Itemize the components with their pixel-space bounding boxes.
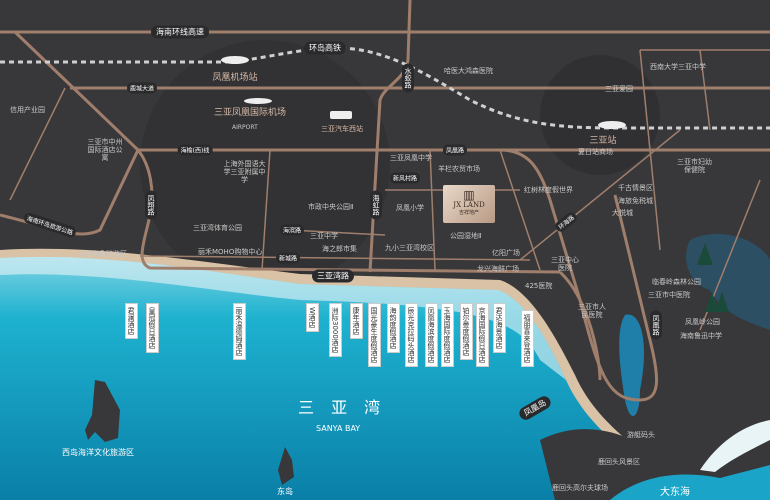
rail-label: 环岛高铁 — [304, 41, 346, 55]
hotel-label: 君达海景酒店 — [493, 303, 506, 353]
poi-fhl-park: 凤凰岭公园 — [685, 318, 720, 326]
road-label-fenghuang: 凤凰路 — [442, 144, 468, 156]
xidao-label: 西岛海洋文化旅游区 — [62, 448, 134, 457]
poi-dutyfree: 海旅免税城 — [618, 197, 653, 205]
logo-brand: JX LAND — [453, 201, 485, 209]
road-label-hairong: 海虹路 — [370, 190, 382, 220]
hotel-label: 海韵度假酒店 — [387, 303, 400, 353]
poi-hongshulin: 红树林度假世界 — [524, 186, 573, 194]
hotel-label: 辰光克拉码头酒店 — [405, 303, 418, 367]
poi-zhongzhou: 三亚市中州国际酒店公寓 — [87, 138, 123, 163]
hotel-label: 康年酒店 — [350, 303, 363, 339]
road-label-haibin: 海滨路 — [279, 224, 305, 236]
poi-tianya: 天涯海角游览区 — [78, 250, 127, 258]
poi-qiangu: 千古情景区 — [618, 184, 653, 192]
poi-hospital-hg: 哈医大鸿森医院 — [444, 67, 493, 75]
poi-sports-park: 三亚湾体育公园 — [193, 224, 242, 232]
road-label-xinfengcun: 新风村路 — [389, 172, 421, 184]
road-label-haiyu: 海榆(西)线 — [177, 144, 213, 156]
poi-civic-park: 市政中央公园Ⅱ — [308, 203, 354, 211]
hotel-label: 国光豪生度假酒店 — [368, 303, 381, 367]
poi-xiari: 夏日站商场 — [578, 148, 613, 156]
poi-yanghe: 羊栏农贸市场 — [438, 165, 480, 173]
poi-425: 425医院 — [525, 282, 553, 290]
road-label-shuiqiao: 水蛟路 — [402, 63, 414, 93]
hotel-label: 铂尔曼度假酒店 — [460, 303, 473, 360]
hotel-label: 皇冠假日酒店 — [146, 303, 159, 353]
dadonghai-label: 大东海 — [660, 487, 690, 498]
road-label-fenghuang-2: 凤凰路 — [650, 310, 662, 340]
bus-station-label: 三亚汽车西站 — [321, 125, 363, 133]
poi-luxun: 海南鲁迅中学 — [680, 332, 722, 340]
road-label-ring-expressway: 海南环线高速 — [151, 25, 209, 39]
xidao-island — [85, 380, 120, 442]
poi-sisu: 上海外国语大学三亚附属中学 — [223, 160, 266, 185]
sanya-station-label: 三亚站 — [589, 136, 617, 146]
hotel-label: 玉海国际度假酒店 — [441, 303, 454, 367]
hotel-label: 君澜酒店 — [125, 303, 138, 339]
road-label-xincheng: 新城路 — [275, 252, 301, 264]
poi-wetland: 公园湿地Ⅱ — [450, 232, 482, 240]
poi-tcm: 三亚市中医院 — [648, 291, 690, 299]
poi-golf: 鹿回头高尔夫球场 — [552, 484, 608, 492]
poi-yacht: 游艇码头 — [627, 431, 655, 439]
poi-fenghuang-primary: 凤凰小学 — [396, 204, 424, 212]
road-label-sanyawan: 三亚湾路 — [312, 269, 354, 283]
hotel-label: 洲际3000酒店 — [329, 303, 342, 357]
poi-sanya-yuan: 三亚爱园 — [605, 85, 633, 93]
poi-sanya-middle: 三亚中学 — [310, 232, 338, 240]
poi-fenghuang-middle: 三亚凤凰中学 — [390, 154, 432, 162]
poi-luhuitou: 鹿回头风景区 — [598, 458, 640, 466]
airport-station-label: 凤凰机场站 — [212, 73, 258, 83]
poi-longxing: 龙兴海鲜广场 — [477, 265, 519, 273]
dongdao-island — [278, 447, 294, 485]
logo-cn: 吉祥地产 — [458, 210, 479, 216]
airport-en-label: AIRPORT — [232, 124, 258, 131]
road-label-lucheng: 鹿城大道 — [126, 82, 158, 94]
airport-zone — [140, 40, 390, 290]
road-label-fengxiang: 凤翔路 — [145, 190, 157, 220]
hotel-label: 丽禾温德姆酒店 — [233, 303, 246, 360]
poi-credit-park: 信用产业园 — [10, 106, 45, 114]
poi-people-hospital: 三亚市人民医院 — [578, 303, 606, 320]
hotel-label: 福朋喜来登酒店 — [521, 310, 534, 367]
poi-maternal: 三亚市妇幼保健院 — [677, 158, 712, 175]
sanya-bay-en-label: SANYA BAY — [316, 424, 361, 433]
hotel-label: 凤凰海滨度假酒店 — [425, 303, 438, 367]
poi-dayue: 大悦城 — [612, 209, 633, 217]
poi-haizhilang: 海之郎市集 — [322, 245, 357, 253]
poi-jiuxiao: 九小三亚湾校区 — [385, 244, 434, 252]
poi-central-hospital: 三亚中心医院 — [551, 256, 579, 273]
hotel-label: W酒店 — [306, 303, 319, 332]
poi-swu: 西南大学三亚中学 — [650, 63, 706, 71]
poi-moho: 丽禾MOHO购物中心 — [198, 248, 263, 256]
airport-label: 三亚凤凰国际机场 — [213, 108, 287, 118]
poi-yiyang: 亿阳广场 — [492, 249, 520, 257]
sanya-bay-label: 三 亚 湾 — [298, 398, 387, 417]
dongdao-label: 东岛 — [277, 487, 293, 496]
hotel-label: 京海国际假日酒店 — [476, 303, 489, 367]
poi-linchunling: 临春岭森林公园 — [652, 278, 701, 286]
